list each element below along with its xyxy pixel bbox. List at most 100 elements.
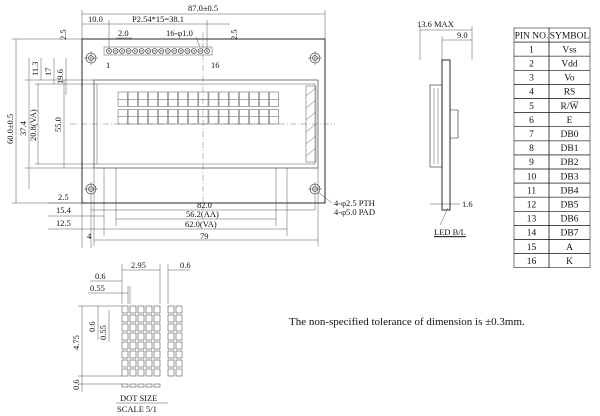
pin-number: 6 xyxy=(529,116,534,126)
pin-number: 15 xyxy=(527,243,537,253)
pin-pad xyxy=(112,48,119,54)
dot xyxy=(129,368,137,377)
pin-number: 1 xyxy=(529,45,534,55)
dot xyxy=(145,323,153,332)
dim-pin-offset: 2.0 xyxy=(118,28,129,38)
dot xyxy=(121,359,129,368)
dot xyxy=(137,359,145,368)
led-hatch xyxy=(305,87,317,157)
dot xyxy=(145,305,153,314)
mount-hole-bl xyxy=(84,182,98,196)
pin-table-cell xyxy=(548,253,591,269)
dot xyxy=(129,341,137,350)
dim-pin-dia: 16-φ1.0 xyxy=(166,28,193,38)
dim-dot-pitch-v: 0.6 xyxy=(87,321,97,332)
dot-grid-neighbor xyxy=(167,305,183,377)
pin-pad xyxy=(178,48,184,54)
pin-pad xyxy=(158,48,165,54)
dot xyxy=(145,368,153,377)
dim-dot-height: 0.55 xyxy=(98,325,108,340)
pin-symbol: DB5 xyxy=(561,201,579,211)
dot xyxy=(145,350,153,359)
mount-hole-tl xyxy=(84,51,98,65)
dot xyxy=(121,314,129,323)
pin-hole xyxy=(199,49,202,53)
dot xyxy=(137,368,145,377)
dim-19-6: 19.6 xyxy=(55,69,65,84)
dot xyxy=(153,350,161,359)
dim-82: 82.0 xyxy=(197,200,212,210)
pin-hole xyxy=(107,49,111,53)
pcb-outline xyxy=(81,38,326,204)
dot xyxy=(129,314,137,323)
pin-hole xyxy=(192,49,196,53)
side-led-bl xyxy=(429,84,443,168)
dim-left-offset: 10.0 xyxy=(88,14,103,24)
pin-number: 5 xyxy=(529,102,534,112)
mount-hole-br xyxy=(308,182,322,196)
dim-left-4: 4 xyxy=(87,231,92,241)
pin-hole xyxy=(205,49,209,53)
dim-overall-width: 87.0±0.5 xyxy=(188,3,218,13)
dot xyxy=(121,341,129,350)
dot xyxy=(121,332,129,341)
dim-thickness-1-6: 1.6 xyxy=(462,199,473,209)
pin-symbol: DB0 xyxy=(561,130,579,140)
pin-symbol: DB6 xyxy=(561,215,579,225)
dot xyxy=(153,314,161,323)
dim-17: 17 xyxy=(43,68,53,77)
dot xyxy=(137,323,145,332)
dot xyxy=(121,305,129,314)
dim-gap-0-6: 0.6 xyxy=(180,260,191,270)
dot xyxy=(137,332,145,341)
pin-number: 10 xyxy=(527,172,537,182)
dim-row-gap: 0.6 xyxy=(71,379,81,390)
side-view: 13.6 MAX 9.0 1.6 LED B/L xyxy=(417,19,473,238)
dot xyxy=(129,305,137,314)
dot xyxy=(121,368,129,377)
pin-hole xyxy=(179,49,183,53)
pin-pad xyxy=(191,48,197,54)
pin-symbol: DB7 xyxy=(561,229,579,239)
pin1-label: 1 xyxy=(106,60,110,70)
pin-symbol: A xyxy=(566,243,573,253)
pin-pad xyxy=(184,48,191,54)
pin-symbol: R/W xyxy=(561,102,579,112)
pin-hole xyxy=(120,49,124,53)
dim-56-2: 56.2(AA) xyxy=(186,209,219,219)
pin-hole xyxy=(127,49,130,53)
dot xyxy=(153,341,161,350)
pin-symbol: DB1 xyxy=(561,144,579,154)
pin-pad xyxy=(125,48,132,54)
hole-pad-label: 4-φ5.0 PAD xyxy=(334,207,375,217)
dot xyxy=(121,350,129,359)
dim-height-total: 60.0±0.5 xyxy=(5,114,15,144)
pin-hole xyxy=(173,49,176,53)
pin-pad xyxy=(145,48,151,54)
dot-detail: 2.95 0.6 0.6 0.55 4.75 0.6 0.55 0.6 DOT … xyxy=(71,260,191,414)
dot xyxy=(129,350,137,359)
pin-symbol: Vss xyxy=(562,45,577,55)
dim-62: 62.0(VA) xyxy=(185,219,217,229)
pin-hole xyxy=(146,49,150,53)
mount-hole-tr xyxy=(308,51,322,65)
pin-number: 4 xyxy=(529,88,534,98)
dim-pitch: P2.54*15=38.1 xyxy=(132,14,184,24)
pin-row xyxy=(103,46,213,56)
dim-left-2-5: 2.5 xyxy=(58,192,69,202)
dim-dot-pitch: 0.6 xyxy=(95,271,106,281)
pin16-label: 16 xyxy=(211,60,220,70)
front-view: 87.0±0.5 10.0 P2.54*15=38.1 2.0 16-φ1.0 … xyxy=(5,3,375,248)
pin-hole xyxy=(186,49,189,53)
dot xyxy=(137,305,145,314)
pin-number: 12 xyxy=(527,201,537,211)
pin-symbol: DB4 xyxy=(561,186,579,196)
tolerance-note: The non-specified tolerance of dimension… xyxy=(289,316,525,328)
pin-symbol: K xyxy=(566,257,573,267)
pin-table-header-pin: PIN NO. xyxy=(515,31,549,41)
dot-scale-caption: SCALE 5/1 xyxy=(117,404,157,414)
dot xyxy=(145,332,153,341)
dim-thickness-9: 9.0 xyxy=(457,30,468,40)
character-grid xyxy=(117,91,279,125)
